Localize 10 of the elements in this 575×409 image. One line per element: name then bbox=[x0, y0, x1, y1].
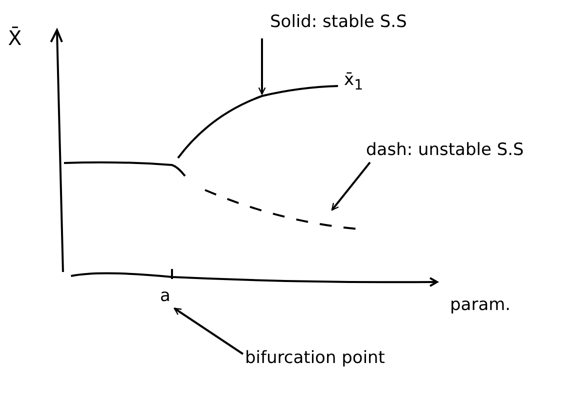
legend-note: dash: unstable S.S bbox=[366, 140, 524, 160]
branch-label: x̄$_{1}$ bbox=[344, 70, 364, 94]
leader-line bbox=[331, 162, 371, 211]
axis-label: param. bbox=[450, 295, 511, 316]
annotation-text: bifurcation point bbox=[245, 348, 385, 368]
parameter-value-label: a bbox=[160, 286, 170, 306]
leader-line bbox=[174, 308, 244, 355]
legend-note: Solid: stable S.S bbox=[270, 12, 407, 32]
axis-label: X̄ bbox=[8, 26, 22, 50]
leader-line bbox=[258, 38, 266, 95]
